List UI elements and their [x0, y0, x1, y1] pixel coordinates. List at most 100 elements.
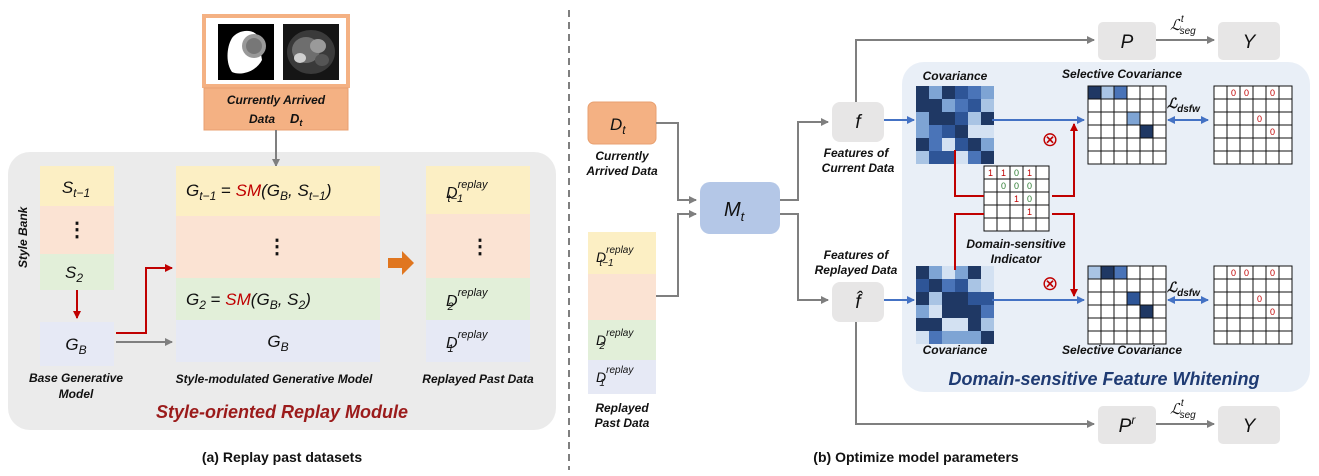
features-current-label-line1: Features of — [824, 146, 890, 160]
matrix-cell — [1139, 124, 1154, 139]
covariance-cell — [916, 125, 929, 138]
covariance-cell — [968, 305, 981, 318]
otimes-top-icon: ⊗ — [1042, 129, 1059, 151]
stack-item-0 — [588, 232, 656, 274]
model-mt-symbol: Mt — [724, 199, 746, 224]
matrix-cell — [1213, 330, 1228, 345]
covariance-cell — [955, 279, 968, 292]
matrix-cell — [1113, 111, 1128, 126]
matrix-cell — [1213, 291, 1228, 306]
matrix-cell — [1100, 265, 1115, 280]
gen-row-0 — [176, 166, 380, 216]
covariance-cell — [929, 279, 942, 292]
covariance-cell — [929, 125, 942, 138]
matrix-cell — [1139, 85, 1154, 100]
matrix-cell — [1252, 85, 1267, 100]
covariance-cell — [955, 112, 968, 125]
matrix-cell — [1265, 111, 1280, 126]
matrix-cell — [1100, 278, 1115, 293]
matrix-cell — [1213, 150, 1228, 165]
matrix-cell — [1126, 278, 1141, 293]
style-bank-item-2 — [40, 254, 114, 290]
covariance-cell — [916, 266, 929, 279]
features-replayed-label-line2: Replayed Data — [815, 263, 898, 277]
features-replayed-box — [832, 282, 884, 322]
base-model-label-line2: Model — [59, 387, 94, 401]
matrix-cell — [1113, 137, 1128, 152]
matrix-cell-value: 0 — [1257, 114, 1262, 124]
covariance-cell — [968, 279, 981, 292]
matrix-cell — [1239, 278, 1254, 293]
matrix-cell — [1035, 217, 1050, 232]
covariance-label-bottom: Covariance — [923, 343, 988, 357]
covariance-cell — [968, 99, 981, 112]
covariance-cell — [942, 331, 955, 344]
module-title: Style-oriented Replay Module — [156, 402, 408, 422]
matrix-cell-value: 0 — [1257, 294, 1262, 304]
matrix-cell — [1278, 111, 1293, 126]
matrix-cell — [1213, 85, 1228, 100]
covariance-cell — [916, 279, 929, 292]
caption-b: (b) Optimize model parameters — [813, 449, 1019, 465]
matrix-cell — [1087, 291, 1102, 306]
covariance-cell — [929, 86, 942, 99]
stack-label-line1: Replayed — [595, 401, 649, 415]
matrix-cell — [1139, 304, 1154, 319]
matrix-cell — [1239, 98, 1254, 113]
covariance-matrix-bottom — [916, 266, 994, 344]
matrix-cell — [1113, 291, 1128, 306]
covariance-cell — [981, 266, 994, 279]
matrix-cell — [1100, 317, 1115, 332]
selective-covariance-top — [1087, 85, 1167, 165]
matrix-cell — [1213, 265, 1228, 280]
matrix-cell — [1239, 124, 1254, 139]
matrix-cell-value: 0 — [1027, 181, 1032, 191]
gen-equation-2: G2 = SM(GB, S2) — [186, 290, 311, 312]
stack-item-3 — [588, 360, 656, 394]
indicator-label-line1: Domain-sensitive — [966, 237, 1066, 251]
current-data-label-line1: Currently Arrived — [227, 93, 326, 107]
matrix-cell — [1009, 217, 1024, 232]
matrix-cell — [1100, 291, 1115, 306]
matrix-cell-value: 0 — [1244, 268, 1249, 278]
gen-row-gb: GB — [267, 332, 288, 354]
features-replayed-label-line1: Features of — [824, 248, 890, 262]
covariance-cell — [916, 331, 929, 344]
matrix-cell-value: 0 — [1270, 307, 1275, 317]
covariance-label-top: Covariance — [923, 69, 988, 83]
covariance-cell — [968, 138, 981, 151]
matrix-cell — [1087, 330, 1102, 345]
covariance-cell — [981, 86, 994, 99]
covariance-cell — [981, 125, 994, 138]
matrix-cell — [1278, 278, 1293, 293]
covariance-cell — [968, 125, 981, 138]
loss-dsfw-top: ℒdsfw — [1167, 95, 1201, 115]
matrix-cell — [1213, 317, 1228, 332]
covariance-matrix-top — [916, 86, 994, 164]
segmentation-mask-image — [218, 24, 274, 80]
gen-equation-0: Gt−1 = SM(GB, St−1) — [186, 181, 332, 203]
matrix-cell — [1100, 137, 1115, 152]
matrix-cell — [1126, 265, 1141, 280]
matrix-cell — [1278, 265, 1293, 280]
replayed-label: Replayed Past Data — [422, 372, 534, 386]
matrix-cell — [1113, 265, 1128, 280]
covariance-cell — [942, 86, 955, 99]
panel-a: Currently Arrived Data Dt Style Bank St−… — [8, 14, 556, 465]
matrix-cell — [1087, 85, 1102, 100]
style-bank-label: Style Bank — [16, 205, 30, 268]
matrix-cell — [1139, 98, 1154, 113]
matrix-cell — [1100, 330, 1115, 345]
covariance-cell — [955, 292, 968, 305]
matrix-cell — [1152, 278, 1167, 293]
p-symbol: P — [1121, 32, 1134, 53]
matrix-cell — [1226, 124, 1241, 139]
covariance-cell — [916, 86, 929, 99]
arrow-model-to-f — [780, 118, 829, 201]
